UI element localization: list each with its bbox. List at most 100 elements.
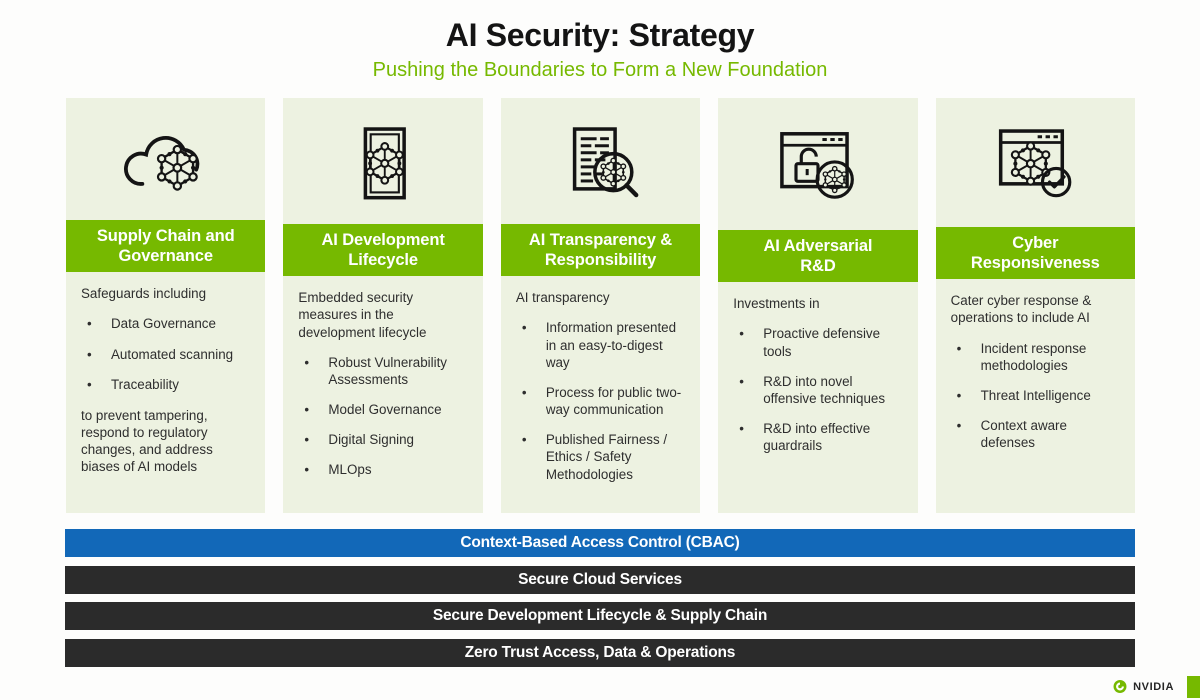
columns-row: Supply Chain and Governance Safeguards i… (66, 98, 1136, 513)
bullet-item: • Context aware defenses (951, 417, 1123, 451)
browser-unlock-icon (766, 125, 870, 213)
foundation-bar: Zero Trust Access, Data & Operations (65, 638, 1135, 667)
foundation-bar-label: Zero Trust Access, Data & Operations (464, 643, 736, 661)
card-header: AI Adversarial R&D (718, 230, 918, 283)
bullet-list: • Incident response methodologies • Threat … (951, 340, 1123, 452)
card-intro: Investments in (733, 296, 820, 312)
green-edge-block (1187, 676, 1200, 698)
card-header: AI Development Lifecycle (283, 224, 483, 277)
card-intro: Safeguards including (81, 286, 207, 302)
card-body: Safeguards including • Data Governance •Au… (66, 272, 265, 485)
card-body: AI transparency • Information presented i… (501, 276, 700, 492)
bullet-text: R&D into effective guardrails (763, 421, 871, 454)
bullet-text: Incident response methodologies (980, 340, 1087, 373)
bullet-item: • Published Fairness / Ethics / Safety Me… (516, 431, 688, 482)
bullet-marker: • (956, 418, 962, 434)
browser-check-icon (983, 124, 1087, 212)
bullet-marker: • (956, 387, 962, 403)
cloud-ai-icon (114, 120, 218, 208)
bullet-list: • Information presented in an easy-to-dig… (516, 319, 688, 482)
bullet-text: Context aware defenses (980, 418, 1067, 451)
foundation-bar: Secure Cloud Services (65, 565, 1135, 594)
card-icon-area (501, 98, 700, 224)
bullet-marker: • (739, 326, 744, 342)
bullet-marker: • (87, 316, 92, 332)
bullet-marker: • (304, 354, 310, 370)
card-intro: AI transparency (515, 290, 610, 306)
nvidia-logo: NVIDIA (1111, 679, 1174, 694)
bullet-text: Digital Signing (328, 432, 415, 448)
bullet-text: Model Governance (328, 402, 442, 418)
bullet-marker: • (521, 320, 527, 336)
pillar-card: AI Adversarial R&D Investments in • Proac… (718, 98, 918, 513)
bullet-marker: • (521, 432, 527, 448)
bullet-text: Information presented in an easy-to-dige… (545, 320, 677, 370)
bullet-text: Threat Intelligence (980, 387, 1091, 403)
bullet-item: •Automated scanning (81, 346, 253, 363)
bullet-text: R&D into novel offensive techniques (763, 373, 886, 406)
bullet-marker: • (739, 421, 744, 437)
card-body: Investments in • Proactive defensive tool… (718, 282, 917, 464)
bullet-item: • Traceability (81, 376, 253, 393)
bullet-item: • Proactive defensive tools (733, 325, 905, 359)
bullet-item: • Digital Signing (298, 431, 470, 448)
bullet-item: • MLOps (298, 461, 470, 478)
card-body: Embedded security measures in the develo… (283, 276, 482, 488)
bullet-marker: • (304, 462, 310, 478)
pillar-card: AI Transparency & Responsibility AI tran… (500, 98, 701, 513)
foundation-bar-label: Secure Development Lifecycle & Supply Ch… (432, 607, 768, 624)
bullet-list: • Robust Vulnerability Assessments • Model … (298, 354, 470, 479)
bullet-text: Data Governance (111, 316, 216, 332)
bullet-list: • Proactive defensive tools • R&D into nove… (733, 325, 905, 454)
bullet-marker: • (304, 432, 310, 448)
bullet-item: • Incident response methodologies (951, 340, 1123, 374)
bullet-item: • R&D into novel offensive techniques (733, 373, 905, 407)
bullet-item: • Robust Vulnerability Assessments (298, 354, 470, 388)
foundation-bar-label: Context-Based Access Control (CBAC) (460, 534, 740, 551)
bullet-item: • Process for public two-way communicatio… (516, 384, 688, 418)
card-icon-area (936, 98, 1135, 227)
nvidia-eye-icon (1113, 680, 1127, 693)
card-header: Supply Chain and Governance (66, 220, 266, 273)
page-subtitle: Pushing the Boundaries to Form a New Fou… (372, 59, 828, 81)
bullet-list: •Data Governance•Automated scanning•Trac… (81, 315, 253, 392)
bullet-text: Process for public two-way communication (545, 384, 682, 418)
card-header: AI Transparency & Responsibility (500, 224, 701, 277)
bullet-item: • Information presented in an easy-to-dig… (516, 319, 688, 370)
bullet-text: MLOps (328, 462, 372, 478)
card-intro: Embedded security measures in the develo… (298, 290, 427, 340)
pillar-card: AI Development Lifecycle Embedded securi… (283, 98, 483, 513)
bullet-text: Traceability (111, 376, 179, 392)
bullet-marker: • (87, 346, 92, 362)
card-icon-area (283, 98, 482, 224)
foundation-bars: Context-Based Access Control (CBAC) Secu… (65, 529, 1135, 667)
bullet-marker: • (739, 373, 744, 389)
bullet-marker: • (304, 402, 310, 418)
bullet-item: • Model Governance (298, 401, 470, 418)
card-body: Cater cyber response & operations to inc… (936, 279, 1135, 461)
card-icon-area (66, 98, 265, 220)
page-title: AI Security: Strategy (445, 17, 755, 53)
card-outro: to prevent tampering, respond to regulat… (81, 407, 213, 475)
pillar-card: Cyber Responsiveness Cater cyber respons… (935, 98, 1136, 513)
report-magnifier-icon (549, 122, 653, 210)
foundation-bar: Secure Development Lifecycle & Supply Ch… (65, 602, 1135, 630)
card-intro: Cater cyber response & operations to inc… (950, 293, 1092, 326)
bullet-text: Proactive defensive tools (763, 326, 881, 359)
bullet-text: Robust Vulnerability Assessments (328, 354, 447, 387)
foundation-bar-label: Secure Cloud Services (518, 570, 682, 588)
bullet-text: Published Fairness / Ethics / Safety Met… (545, 432, 668, 482)
bullet-marker: • (956, 340, 962, 356)
foundation-bar: Context-Based Access Control (CBAC) (65, 529, 1135, 557)
bullet-marker: • (521, 384, 527, 400)
document-ai-icon (331, 122, 435, 210)
nvidia-wordmark: NVIDIA (1133, 680, 1174, 693)
pillar-card: Supply Chain and Governance Safeguards i… (66, 98, 266, 513)
bullet-item: • R&D into effective guardrails (733, 420, 905, 454)
bullet-marker: • (87, 376, 92, 392)
title-block: AI Security: Strategy Pushing the Bounda… (0, 0, 1200, 83)
bullet-item: • Data Governance (81, 315, 253, 332)
bullet-item: • Threat Intelligence (951, 387, 1123, 404)
card-header: Cyber Responsiveness (935, 227, 1136, 280)
